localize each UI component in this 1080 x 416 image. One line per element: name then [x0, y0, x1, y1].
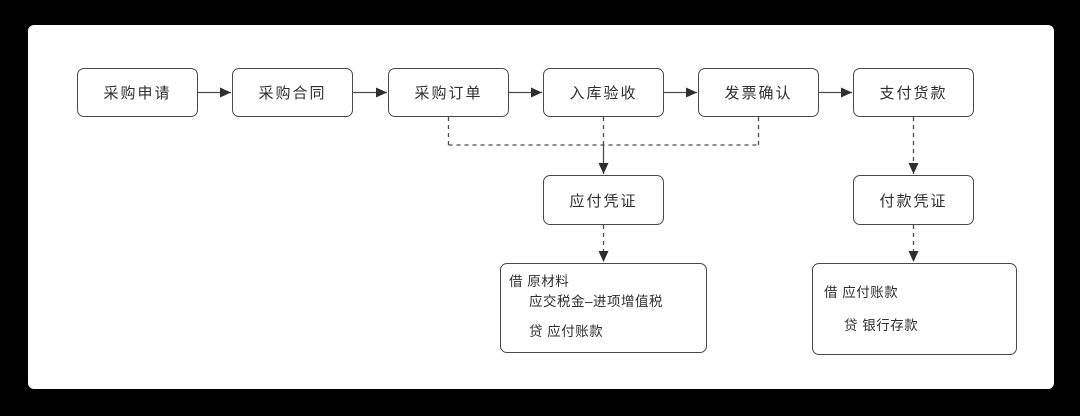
entry-credit-line: 贷 应付账款: [529, 324, 604, 339]
journal-entry-payable[interactable]: 借 原材料 应交税金–进项增值税 贷 应付账款: [500, 263, 707, 353]
node-purchase-request[interactable]: 采购申请: [77, 68, 198, 117]
entry-credit-line: 贷 银行存款: [844, 318, 919, 333]
entry-debit-line: 借 应付账款: [824, 285, 899, 300]
diagram-canvas: 采购申请 采购合同 采购订单 入库验收 发票确认 支付货款 应付凭证 付款凭证 …: [28, 25, 1054, 389]
node-purchase-order[interactable]: 采购订单: [388, 68, 509, 117]
node-purchase-contract[interactable]: 采购合同: [232, 68, 353, 117]
node-payable-voucher[interactable]: 应付凭证: [543, 175, 664, 225]
journal-entry-payment[interactable]: 借 应付账款 贷 银行存款: [812, 263, 1017, 355]
node-goods-receipt[interactable]: 入库验收: [543, 68, 664, 117]
node-invoice-confirm[interactable]: 发票确认: [698, 68, 819, 117]
entry-debit-line: 借 原材料: [509, 274, 570, 289]
connector-layer: [198, 87, 919, 262]
node-pay-goods[interactable]: 支付货款: [853, 68, 974, 117]
node-payment-voucher[interactable]: 付款凭证: [853, 175, 974, 225]
entry-debit-line: 应交税金–进项增值税: [529, 294, 664, 309]
